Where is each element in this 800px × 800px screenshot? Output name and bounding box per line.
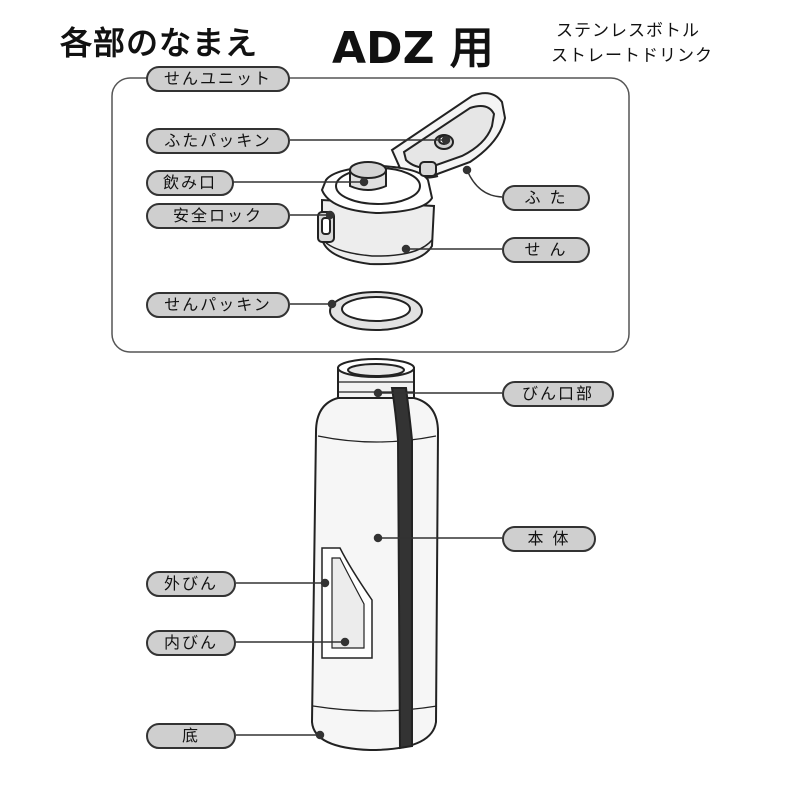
label-futa: ふ た bbox=[502, 185, 590, 211]
subtitle-line-2: ストレートドリンク bbox=[551, 46, 713, 66]
lid-illustration bbox=[390, 92, 507, 179]
leader-lines bbox=[233, 135, 503, 740]
stopper-gasket-illustration bbox=[329, 291, 423, 331]
page-title: 各部のなまえ bbox=[60, 24, 259, 62]
label-soto-bin: 外びん bbox=[146, 571, 236, 597]
label-nomiguchi: 飲み口 bbox=[146, 170, 234, 196]
label-soko: 底 bbox=[146, 723, 236, 749]
label-bin-kuchibu: びん口部 bbox=[502, 381, 614, 407]
label-sen-packing: せんパッキン bbox=[146, 292, 290, 318]
label-sen: せ ん bbox=[502, 237, 590, 263]
sen-unit-group-box bbox=[111, 77, 630, 353]
subtitle-line-1: ステンレスボトル bbox=[556, 21, 700, 41]
label-hontai: 本 体 bbox=[502, 526, 596, 552]
label-futa-packing: ふたパッキン bbox=[146, 128, 290, 154]
label-anzen-lock: 安全ロック bbox=[146, 203, 290, 229]
label-uchi-bin: 内びん bbox=[146, 630, 236, 656]
bottle-illustration bbox=[310, 358, 440, 752]
label-sen-unit: せんユニット bbox=[146, 66, 290, 92]
model-title: ADZ 用 bbox=[332, 23, 494, 74]
